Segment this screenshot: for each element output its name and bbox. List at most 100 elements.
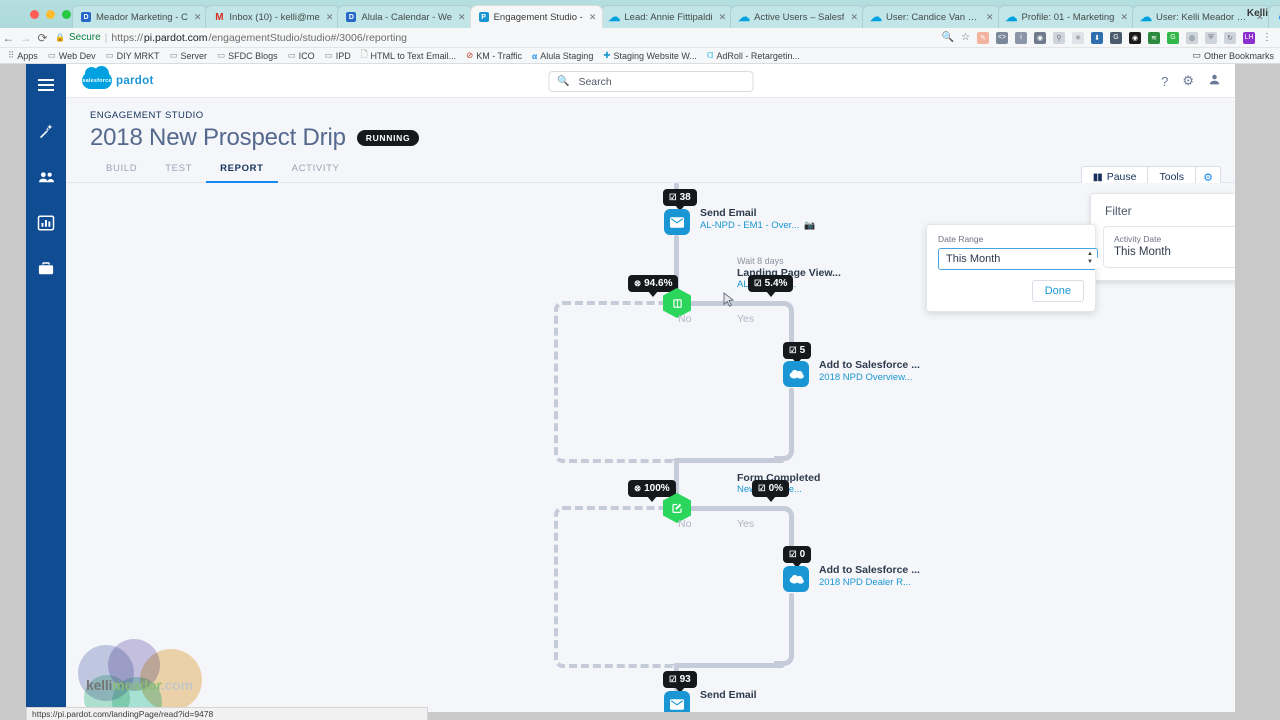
- gear-icon[interactable]: ⚙: [1182, 73, 1194, 88]
- close-icon[interactable]: ✕: [850, 11, 858, 22]
- tab-build[interactable]: BUILD: [106, 163, 138, 174]
- node-subtitle[interactable]: 2018 NPD Dealer R...: [819, 577, 911, 588]
- extension-code-icon[interactable]: <>: [996, 31, 1008, 44]
- extension-shield-icon[interactable]: ⛨: [1205, 31, 1217, 44]
- extension-layers-icon[interactable]: ≋: [1148, 31, 1160, 44]
- search-icon[interactable]: 🔍: [941, 32, 955, 43]
- check-square-icon: ☑: [789, 345, 797, 355]
- hamburger-menu-icon[interactable]: [35, 74, 57, 96]
- close-icon[interactable]: ✕: [985, 11, 994, 22]
- maximize-window-button[interactable]: [62, 10, 71, 19]
- node-subtitle[interactable]: 2018 NPD Overview...: [819, 372, 913, 383]
- engagement-flow-canvas[interactable]: ☑ 38 Send Email AL-NPD - EM1 - Over... 📷: [66, 183, 1235, 712]
- search-input[interactable]: [576, 74, 744, 89]
- close-icon[interactable]: ✕: [588, 11, 597, 22]
- omnibox-divider: |: [104, 31, 108, 44]
- filter-field[interactable]: Activity Date This Month: [1103, 226, 1235, 268]
- close-icon[interactable]: ✕: [325, 11, 334, 22]
- tab-title: Inbox (10) - kelli@me: [229, 11, 320, 23]
- url-host: pi.pardot.com: [143, 31, 208, 44]
- close-icon[interactable]: ✕: [718, 11, 727, 22]
- close-icon[interactable]: ✕: [193, 11, 202, 22]
- browser-tab[interactable]: M Inbox (10) - kelli@me ✕: [205, 5, 341, 28]
- browser-tab[interactable]: ☁ Lead: Annie Fittipaldi ✕: [600, 5, 734, 28]
- forward-icon[interactable]: →: [19, 30, 32, 45]
- browser-tab-active[interactable]: P Engagement Studio - ✕: [469, 5, 604, 28]
- reload-icon[interactable]: ⟳: [37, 30, 48, 45]
- bookmark-item[interactable]: 🗋HTML to Text Email...: [356, 49, 461, 63]
- bookmark-apps[interactable]: ⠿ Apps: [0, 50, 43, 61]
- stepper-icon[interactable]: ▲▼: [1087, 251, 1093, 265]
- node-send-email-2[interactable]: Send Email: [664, 689, 757, 712]
- close-icon[interactable]: ✕: [458, 11, 466, 22]
- close-icon[interactable]: ✕: [1256, 11, 1264, 22]
- pause-columns-icon: [663, 288, 691, 318]
- extension-lighthouse-icon[interactable]: LH: [1243, 31, 1255, 44]
- no-branch-badge-1: ⊗ 94.6%: [628, 275, 679, 292]
- help-icon[interactable]: ?: [1161, 73, 1169, 89]
- address-bar[interactable]: 🔒 Secure | https:// pi.pardot.com /engag…: [55, 31, 942, 45]
- node-add-to-salesforce-1[interactable]: Add to Salesforce ... 2018 NPD Overview.…: [783, 359, 920, 387]
- user-avatar-icon[interactable]: [1208, 73, 1221, 89]
- adroll-icon: ᗡ: [706, 50, 714, 60]
- tools-button[interactable]: Tools: [1147, 166, 1195, 188]
- bookmark-item[interactable]: ▭IPD: [320, 50, 356, 61]
- connector-merge-h-1: [674, 458, 784, 463]
- chrome-menu-icon[interactable]: ⋮: [1262, 32, 1272, 43]
- minimize-window-button[interactable]: [46, 10, 55, 19]
- extension-green-circle-icon[interactable]: G: [1167, 31, 1179, 44]
- extension-key-icon[interactable]: ⚲: [1053, 31, 1065, 44]
- extension-camera-icon[interactable]: ◉: [1034, 31, 1046, 44]
- tab-report[interactable]: REPORT: [206, 163, 278, 183]
- browser-tab[interactable]: ☁ Active Users – Salesf ✕: [730, 5, 865, 28]
- extension-refresh-icon[interactable]: ↻: [1224, 31, 1236, 44]
- search-box[interactable]: 🔍: [548, 71, 753, 92]
- pardot-logo[interactable]: salesforce pardot: [82, 66, 154, 89]
- extension-g-icon[interactable]: G: [1110, 31, 1122, 44]
- bookmark-item[interactable]: ⊘KM - Traffic: [461, 50, 527, 61]
- extension-ghost-icon[interactable]: ◉: [1129, 31, 1141, 44]
- browser-tab[interactable]: ☁ User: Candice Van Me ✕: [861, 5, 1001, 28]
- briefcase-icon[interactable]: [35, 258, 57, 280]
- bookmark-item[interactable]: ▭SFDC Blogs: [212, 50, 283, 61]
- profile-name[interactable]: Kelli: [1246, 8, 1268, 19]
- extension-info-icon[interactable]: i: [1015, 31, 1027, 44]
- browser-tab[interactable]: α Dashboard ‹ Alula — ✕: [1267, 5, 1280, 28]
- bar-chart-icon[interactable]: [35, 212, 57, 234]
- bookmark-item[interactable]: ▭Web Dev: [43, 50, 101, 61]
- window-controls[interactable]: [30, 10, 71, 19]
- extension-download-icon[interactable]: ⬇: [1091, 31, 1103, 44]
- bookmark-label: ICO: [298, 50, 315, 61]
- node-add-to-salesforce-2[interactable]: Add to Salesforce ... 2018 NPD Dealer R.…: [783, 564, 920, 592]
- extension-pencil-icon[interactable]: ✎: [977, 31, 989, 44]
- bookmark-item[interactable]: ▭DIY MRKT: [101, 50, 165, 61]
- extension-drop-icon[interactable]: ◍: [1186, 31, 1198, 44]
- done-button[interactable]: Done: [1031, 280, 1084, 302]
- node-subtitle[interactable]: AL-NPD - EM1 - Over...: [700, 220, 800, 231]
- bookmark-item[interactable]: ✚Staging Website W...: [598, 50, 702, 61]
- date-range-select[interactable]: All TimeTodayYesterdayThis WeekThis Mont…: [938, 248, 1098, 270]
- extension-star-icon[interactable]: ✳: [1072, 31, 1084, 44]
- star-icon[interactable]: ☆: [961, 32, 970, 43]
- other-bookmarks[interactable]: ▭ Other Bookmarks: [1192, 50, 1274, 61]
- back-icon[interactable]: ←: [2, 30, 15, 45]
- tab-test[interactable]: TEST: [165, 163, 193, 174]
- browser-tab[interactable]: D Meador Marketing - C ✕: [72, 5, 209, 28]
- browser-tab[interactable]: ☁ Profile: 01 - Marketing ✕: [997, 5, 1136, 28]
- magic-wand-icon[interactable]: [35, 120, 57, 142]
- node-send-email-1[interactable]: Send Email AL-NPD - EM1 - Over... 📷: [664, 207, 815, 235]
- bookmark-item[interactable]: ▭Server: [165, 50, 213, 61]
- people-icon[interactable]: [35, 166, 57, 188]
- browser-tab[interactable]: D Alula - Calendar - We ✕: [337, 5, 473, 28]
- close-icon[interactable]: ✕: [1120, 11, 1129, 22]
- tab-activity[interactable]: ACTIVITY: [291, 163, 340, 174]
- badge-value: 5.4%: [764, 278, 788, 289]
- node-decision-form-completed[interactable]: [663, 493, 691, 523]
- close-window-button[interactable]: [30, 10, 39, 19]
- check-square-icon: ☑: [789, 549, 797, 559]
- camera-icon[interactable]: 📷: [804, 220, 816, 230]
- node-decision-landing-page-view[interactable]: [663, 288, 691, 318]
- bookmark-item[interactable]: ▭ICO: [283, 50, 320, 61]
